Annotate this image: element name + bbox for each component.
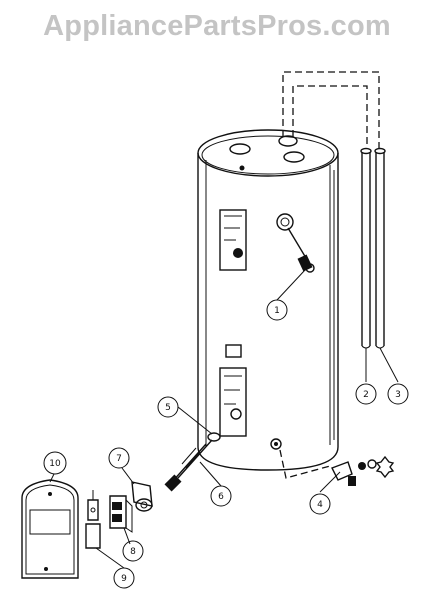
pipe-connection-dashed	[282, 71, 380, 148]
part-6-lower-element	[164, 439, 213, 492]
part-3-anode-rod	[374, 147, 386, 349]
callout-2: 2	[355, 383, 377, 405]
svg-text:8: 8	[130, 547, 136, 557]
part-2-dip-tube	[360, 147, 372, 349]
tank	[197, 129, 339, 471]
callout-7: 7	[108, 447, 130, 469]
svg-text:6: 6	[218, 492, 224, 502]
callout-9: 9	[113, 567, 135, 589]
part-4-drain-valve	[279, 449, 395, 486]
leader-lines	[49, 269, 399, 569]
callout-1: 1	[266, 299, 288, 321]
svg-text:5: 5	[165, 403, 171, 413]
callout-4: 4	[309, 493, 331, 515]
callout-10: 10	[43, 451, 67, 475]
part-5-gasket	[207, 432, 221, 442]
svg-text:9: 9	[121, 574, 127, 584]
callout-3: 3	[387, 383, 409, 405]
svg-text:10: 10	[49, 459, 61, 469]
part-7-bracket	[131, 481, 153, 512]
part-9-insulation	[85, 490, 101, 549]
svg-text:1: 1	[274, 306, 280, 316]
svg-text:2: 2	[363, 390, 369, 400]
callout-6: 6	[210, 485, 232, 507]
part-10-access-cover	[21, 479, 79, 579]
watermark: AppliancePartsPros.com	[43, 10, 391, 42]
svg-text:3: 3	[395, 390, 401, 400]
callout-8: 8	[122, 540, 144, 562]
svg-text:4: 4	[317, 500, 323, 510]
part-8-thermostat	[109, 495, 133, 533]
callout-5: 5	[157, 396, 179, 418]
svg-text:7: 7	[116, 454, 122, 464]
part-1-heating-element	[287, 227, 315, 273]
